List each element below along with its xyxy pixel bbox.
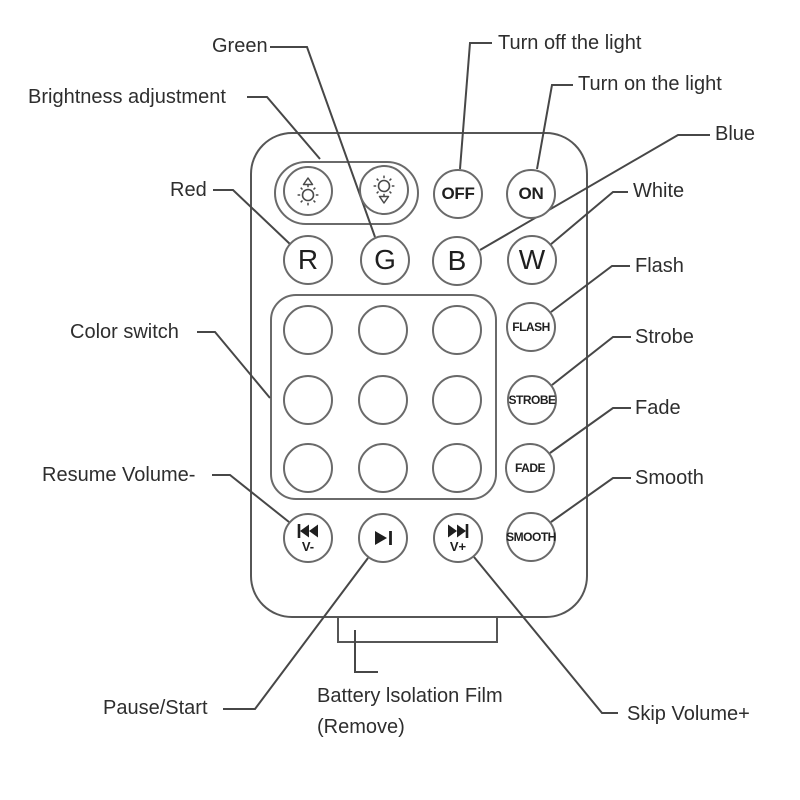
- battery-isolation-line1: Battery lsolation Film: [317, 685, 503, 707]
- fade-label: Fade: [635, 397, 681, 419]
- on-button[interactable]: ON: [506, 169, 556, 219]
- flash-button[interactable]: FLASH: [506, 302, 556, 352]
- smooth-button[interactable]: SMOOTH: [506, 512, 556, 562]
- strobe-button[interactable]: STROBE: [507, 375, 557, 425]
- battery-isolation-line2: (Remove): [317, 716, 405, 738]
- play-pause-icon: [375, 531, 392, 545]
- color-grid-button[interactable]: [283, 375, 333, 425]
- color-grid-button[interactable]: [432, 305, 482, 355]
- color-grid-button[interactable]: [358, 375, 408, 425]
- strobe-label: Strobe: [635, 326, 694, 348]
- red-label: Red: [170, 179, 207, 201]
- color-grid-button[interactable]: [432, 375, 482, 425]
- sun-brightness-up-icon: [297, 177, 319, 206]
- play-pause-button[interactable]: [358, 513, 408, 563]
- flash-label: Flash: [635, 255, 684, 277]
- battery-isolation-label: Battery lsolation Film (Remove): [317, 681, 503, 743]
- color-grid-box: [270, 294, 497, 500]
- red-button[interactable]: R: [283, 235, 333, 285]
- resume-volume-label: Resume Volume-: [42, 464, 196, 486]
- green-button[interactable]: G: [360, 235, 410, 285]
- white-label: White: [633, 180, 685, 202]
- skip-forward-icon: [448, 524, 469, 538]
- color-grid-button[interactable]: [283, 305, 333, 355]
- color-grid-button[interactable]: [358, 443, 408, 493]
- smooth-label: Smooth: [635, 467, 704, 489]
- color-grid-button[interactable]: [283, 443, 333, 493]
- skip-back-icon: [297, 524, 318, 538]
- off-button[interactable]: OFF: [433, 169, 483, 219]
- brightness-adjustment-label: Brightness adjustment: [28, 86, 226, 108]
- fade-button[interactable]: FADE: [505, 443, 555, 493]
- battery-tab[interactable]: [337, 618, 498, 643]
- brightness-up-button[interactable]: [283, 166, 333, 216]
- white-button[interactable]: W: [507, 235, 557, 285]
- turn-on-label: Turn on the light: [578, 73, 722, 95]
- color-grid-button[interactable]: [432, 443, 482, 493]
- color-switch-label: Color switch: [70, 321, 179, 343]
- turn-off-label: Turn off the light: [498, 32, 642, 54]
- color-grid-button[interactable]: [358, 305, 408, 355]
- volume-up-label: V+: [449, 539, 467, 554]
- pause-start-label: Pause/Start: [103, 697, 208, 719]
- sun-brightness-down-icon: [373, 175, 395, 204]
- green-label: Green: [212, 35, 268, 57]
- blue-button[interactable]: B: [432, 236, 482, 286]
- volume-down-button[interactable]: V-: [283, 513, 333, 563]
- volume-up-button[interactable]: V+: [433, 513, 483, 563]
- blue-label: Blue: [715, 123, 756, 145]
- skip-volume-label: Skip Volume+: [627, 703, 750, 725]
- volume-down-label: V-: [301, 539, 315, 554]
- brightness-down-button[interactable]: [359, 165, 409, 215]
